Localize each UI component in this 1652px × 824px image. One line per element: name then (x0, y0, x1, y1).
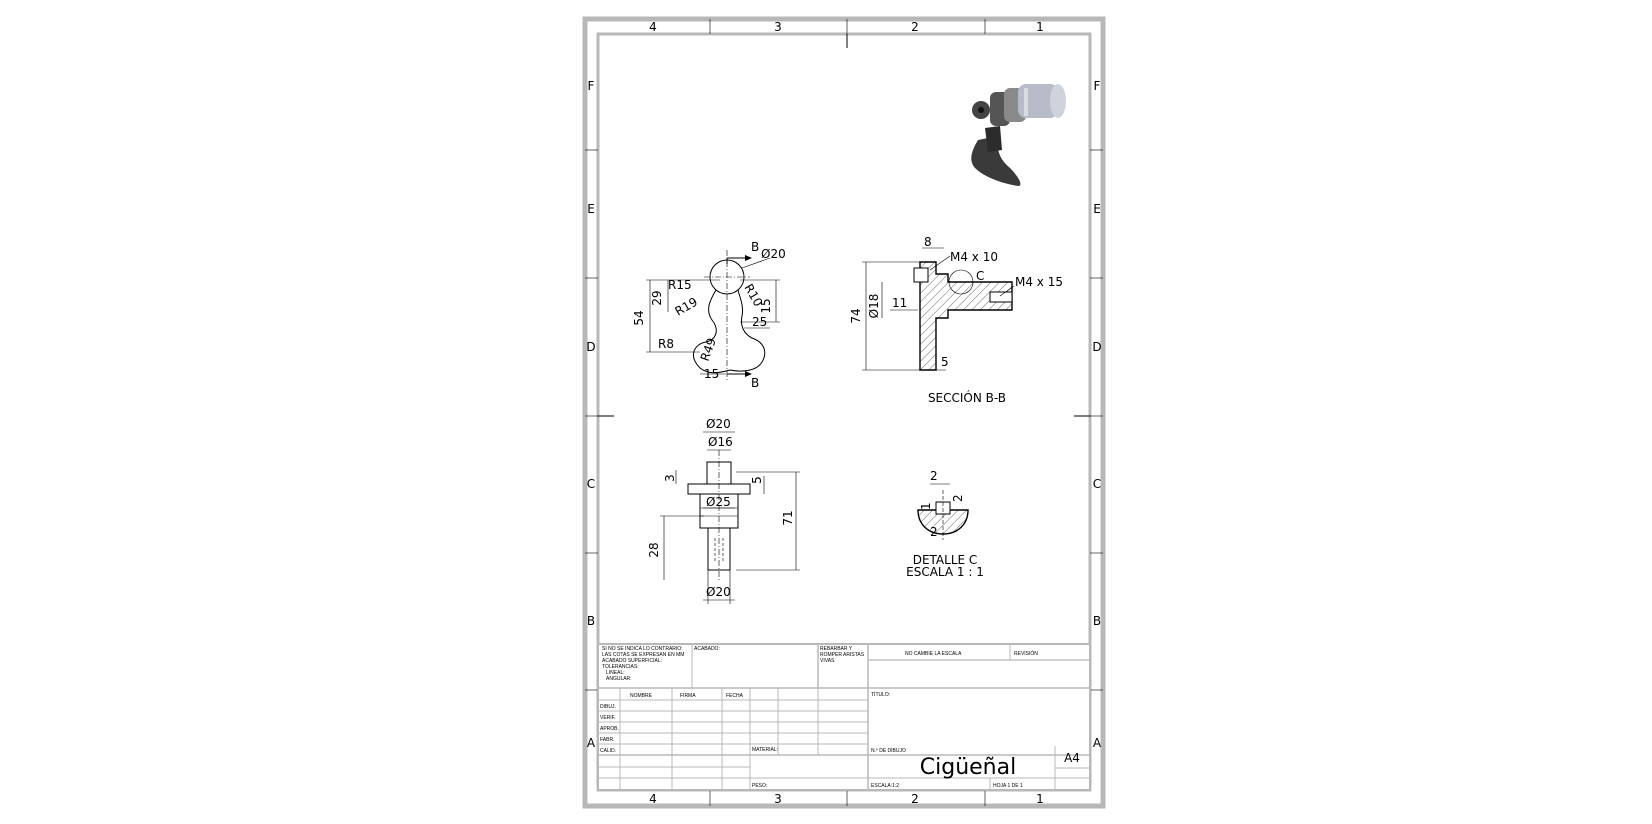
tb-col-header: NOMBRE (630, 693, 653, 699)
zone-label: 1 (1036, 792, 1044, 806)
cut-label: B (751, 376, 759, 390)
zone-label: 3 (774, 20, 782, 34)
dimension-text: 11 (892, 296, 907, 310)
dimension-text: 25 (752, 315, 767, 329)
dimension-text: M4 x 10 (950, 250, 998, 264)
cut-label: B (751, 240, 759, 254)
tb-row-label: FABR. (600, 737, 614, 743)
dimension-text: 71 (781, 510, 795, 525)
detail-view: 2 1 2 2 DETALLE C ESCALA 1 : 1 (906, 469, 984, 579)
zone-label: E (1093, 202, 1101, 216)
tb-note: LAS COTAS SE EXPRESAN EN MM (602, 652, 684, 658)
tb-no-cambie: NO CAMBIE LA ESCALA (905, 651, 962, 657)
tb-note: ACABADO SUPERFICIAL: (602, 658, 662, 664)
tb-row-label: APROB. (600, 726, 619, 732)
tb-rebabas: ROMPER ARISTAS (820, 652, 865, 658)
drawing-title: Cigüeñal (920, 755, 1016, 780)
dimension-text: 15 (704, 367, 719, 381)
tb-n-dibujo-label: N.º DE DIBUJO (871, 748, 906, 754)
dimension-text: Ø25 (706, 495, 731, 509)
zone-label: F (588, 79, 595, 93)
detail-scale: ESCALA 1 : 1 (906, 565, 984, 579)
zone-label: 2 (911, 792, 919, 806)
tb-col-header: FIRMA (680, 693, 696, 699)
zone-label: B (587, 614, 595, 628)
tb-note: TOLERANCIAS: (602, 664, 639, 670)
tb-acabado: ACABADO: (694, 646, 720, 652)
zone-label: B (1093, 614, 1101, 628)
dimension-text: 2 (930, 525, 938, 539)
side-view: Ø20 Ø16 3 5 Ø25 71 28 Ø20 (647, 417, 800, 604)
zone-label: E (587, 202, 595, 216)
dimension-text: R15 (668, 278, 692, 292)
dimension-text: Ø20 (706, 585, 731, 599)
dimension-text: Ø20 (706, 417, 731, 431)
dimension-text: 1 (919, 502, 933, 510)
zone-label: A (1093, 736, 1102, 750)
tb-rebabas: REBARBAR Y (820, 646, 853, 652)
zone-label: A (587, 736, 596, 750)
zone-label: F (1094, 79, 1101, 93)
dimension-text: 74 (849, 308, 863, 323)
zone-labels-top: 4 3 2 1 (649, 20, 1044, 34)
dimension-text: 2 (930, 469, 938, 483)
dimension-text: 8 (924, 235, 932, 249)
tb-col-header: FECHA (726, 693, 744, 699)
sheet-size: A4 (1064, 751, 1080, 765)
tb-escala-label: ESCALA:1:2 (871, 783, 899, 789)
dimension-text: 15 (759, 298, 773, 313)
dimension-text: 29 (650, 290, 664, 305)
detail-title: DETALLE C (913, 553, 978, 567)
tb-rebabas: VIVAS (820, 658, 835, 664)
tb-peso-label: PESO: (752, 783, 767, 789)
tb-material-label: MATERIAL: (752, 747, 778, 753)
tb-titulo-label: TÍTULO: (871, 691, 890, 698)
tb-row-label: VERIF. (600, 715, 616, 721)
zone-labels-bottom: 4 3 2 1 (649, 792, 1044, 806)
tb-note: LINEAL: (606, 670, 625, 676)
section-title: SECCIÓN B-B (928, 390, 1006, 405)
dimension-text: 54 (632, 310, 646, 325)
dimension-text: Ø20 (761, 247, 786, 261)
tb-note: SI NO SE INDICA LO CONTRARIO: (602, 646, 683, 652)
dimension-text: Ø18 (867, 294, 881, 319)
dimension-text: 5 (941, 355, 949, 369)
zone-label: D (586, 340, 595, 354)
zone-label: D (1092, 340, 1101, 354)
zone-label: 4 (649, 792, 657, 806)
zone-label: 4 (649, 20, 657, 34)
zone-label: C (587, 477, 595, 491)
isometric-view (971, 84, 1066, 186)
zone-label: 3 (774, 792, 782, 806)
tb-hoja-label: HOJA 1 DE 1 (993, 783, 1023, 789)
dimension-text: 28 (647, 542, 661, 557)
section-view: C 8 M4 x 10 M4 x 15 74 Ø18 11 5 SECCIÓN … (849, 235, 1063, 405)
dimension-text: 5 (750, 476, 764, 484)
zone-labels-right: F E D C B A (1092, 79, 1102, 750)
tb-revision: REVISIÓN (1014, 650, 1038, 657)
zone-label: 2 (911, 20, 919, 34)
zone-labels-left: F E D C B A (586, 79, 596, 750)
zone-label: C (1093, 477, 1101, 491)
title-block: SI NO SE INDICA LO CONTRARIO: LAS COTAS … (597, 643, 1091, 791)
tb-row-label: DIBUJ. (600, 704, 616, 710)
dimension-text: C (976, 269, 984, 283)
dimension-text: 2 (951, 494, 965, 502)
tb-note: ANGULAR: (606, 676, 632, 682)
dimension-text: R8 (658, 337, 674, 351)
dimension-text: 3 (663, 474, 677, 482)
dimension-text: M4 x 15 (1015, 275, 1063, 289)
zone-label: 1 (1036, 20, 1044, 34)
dimension-text: Ø16 (708, 435, 733, 449)
tb-row-label: CALID. (600, 748, 616, 754)
